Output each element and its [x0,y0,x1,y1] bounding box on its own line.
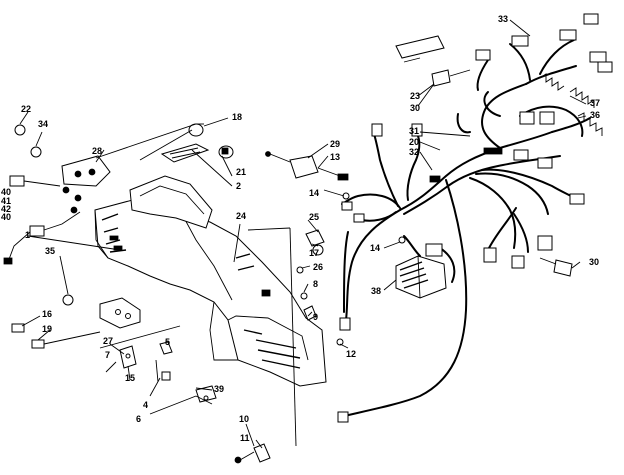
callout-31: 31 [409,126,419,136]
callout-19: 19 [42,324,52,334]
callout-2: 2 [236,181,241,191]
bulb-plug-part [431,69,471,87]
voltage-regulator-part [395,255,447,299]
callout-30b: 30 [589,257,599,267]
callout-26: 26 [313,262,323,272]
callout-20: 20 [409,137,419,147]
callout-27: 27 [103,336,113,346]
spring-coil-part [539,73,603,136]
rivet-part [62,294,74,306]
buzzer-part [234,443,271,464]
panel-shading [101,213,301,369]
bulb-socket-part [11,323,101,349]
wiring-harness-part [337,13,613,423]
callout-30a: 30 [410,103,420,113]
callout-35: 35 [45,246,55,256]
callout-4: 4 [143,400,148,410]
washer-part [30,146,42,158]
callout-16: 16 [42,309,52,319]
callout-1: 1 [25,230,30,240]
bracket-hole [125,313,131,319]
callout-12: 12 [346,349,356,359]
callout-18: 18 [232,112,242,122]
callout-21: 21 [236,167,246,177]
callout-22: 22 [21,104,31,114]
callout-9: 9 [313,312,318,322]
callout-36: 36 [590,110,600,120]
plug-part [539,257,573,277]
relay-part [265,151,349,181]
callout-14b: 14 [370,243,380,253]
callout-15: 15 [125,373,135,383]
callout-14a: 14 [309,188,319,198]
nut-part [14,124,26,136]
callout-39: 39 [214,384,224,394]
callout-42: 42 [1,204,11,214]
callout-17: 17 [309,248,319,258]
callout-40b: 40 [1,212,11,222]
callout-23: 23 [410,91,420,101]
callout-40a: 40 [1,187,11,197]
leader-lines-left [19,111,349,449]
callout-7: 7 [105,350,110,360]
callout-32: 32 [409,147,419,157]
callout-29: 29 [330,139,340,149]
screw-part [398,236,406,244]
callout-10: 10 [239,414,249,424]
left-connectors-part [3,175,82,265]
callout-34: 34 [38,119,48,129]
callout-13: 13 [330,152,340,162]
leader-lines-right [307,19,587,291]
callout-5: 5 [165,337,170,347]
plate-part [395,35,445,59]
callout-41: 41 [1,196,11,206]
bracket-hole [115,309,121,315]
key-switch-part [61,155,111,187]
callout-labels: 1 2 4 5 6 7 8 9 10 11 12 13 14 14 15 16 … [1,14,600,443]
right-hardware-part [296,229,344,346]
label-plate-part [160,143,210,163]
dash-panel-part [94,175,327,387]
callout-28: 28 [92,146,102,156]
callout-24: 24 [236,211,246,221]
small-hardware-part [105,341,217,405]
switch-part [188,123,234,159]
callout-25: 25 [309,212,319,222]
callout-37: 37 [590,98,600,108]
callout-33: 33 [498,14,508,24]
callout-8: 8 [313,279,318,289]
callout-11: 11 [240,433,250,443]
callout-6: 6 [136,414,141,424]
callout-38: 38 [371,286,381,296]
